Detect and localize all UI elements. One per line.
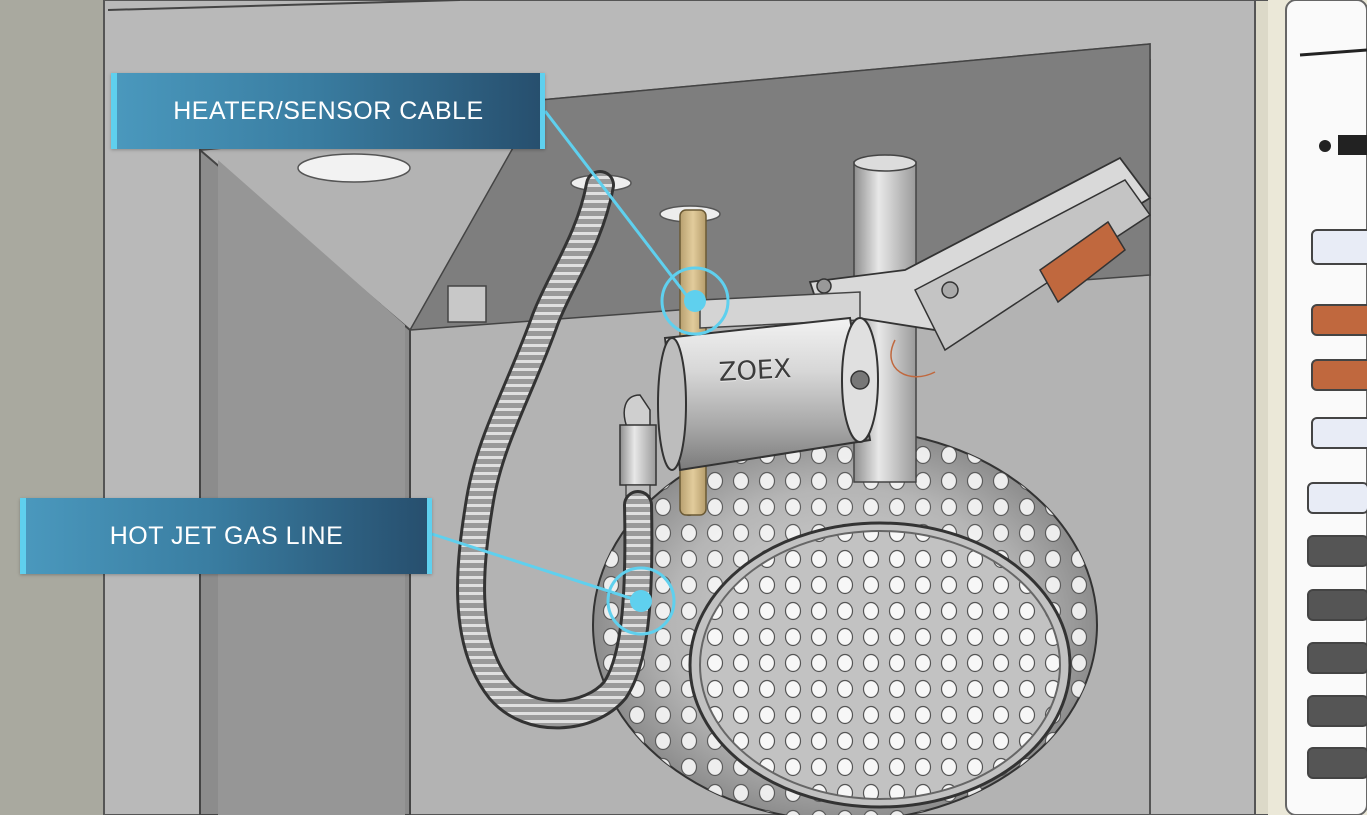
gas-fitting: [619, 424, 657, 486]
gas-highlight-ring: [606, 566, 676, 636]
panel-button: [1307, 747, 1367, 779]
panel-button: [1307, 535, 1367, 567]
panel-button: [1311, 304, 1367, 336]
panel-buttons: [1307, 229, 1367, 779]
hot-jet-gas-line-label: HOT JET GAS LINE: [20, 498, 432, 574]
panel-button: [1311, 359, 1367, 391]
panel-button: [1307, 642, 1367, 674]
panel-button: [1307, 589, 1367, 621]
gas-leader-line: [431, 532, 637, 602]
leader-lines: [431, 110, 730, 636]
zoex-cylinder: [657, 316, 879, 472]
heater-leader-line: [543, 110, 692, 301]
zoex-brand-label: ZOEX: [717, 354, 792, 388]
panel-button: [1311, 229, 1367, 265]
panel-button: [1307, 482, 1367, 514]
heater-sensor-cable-label: HEATER/SENSOR CABLE: [111, 73, 545, 149]
heater-highlight-ring: [660, 266, 730, 336]
panel-button: [1307, 695, 1367, 727]
modulator-arm: [808, 156, 1152, 378]
perforated-fan: [592, 428, 1098, 815]
left-wall: [0, 0, 110, 815]
panel-button: [1311, 417, 1367, 449]
control-panel: [1254, 0, 1367, 815]
ceiling-port: [297, 153, 411, 183]
